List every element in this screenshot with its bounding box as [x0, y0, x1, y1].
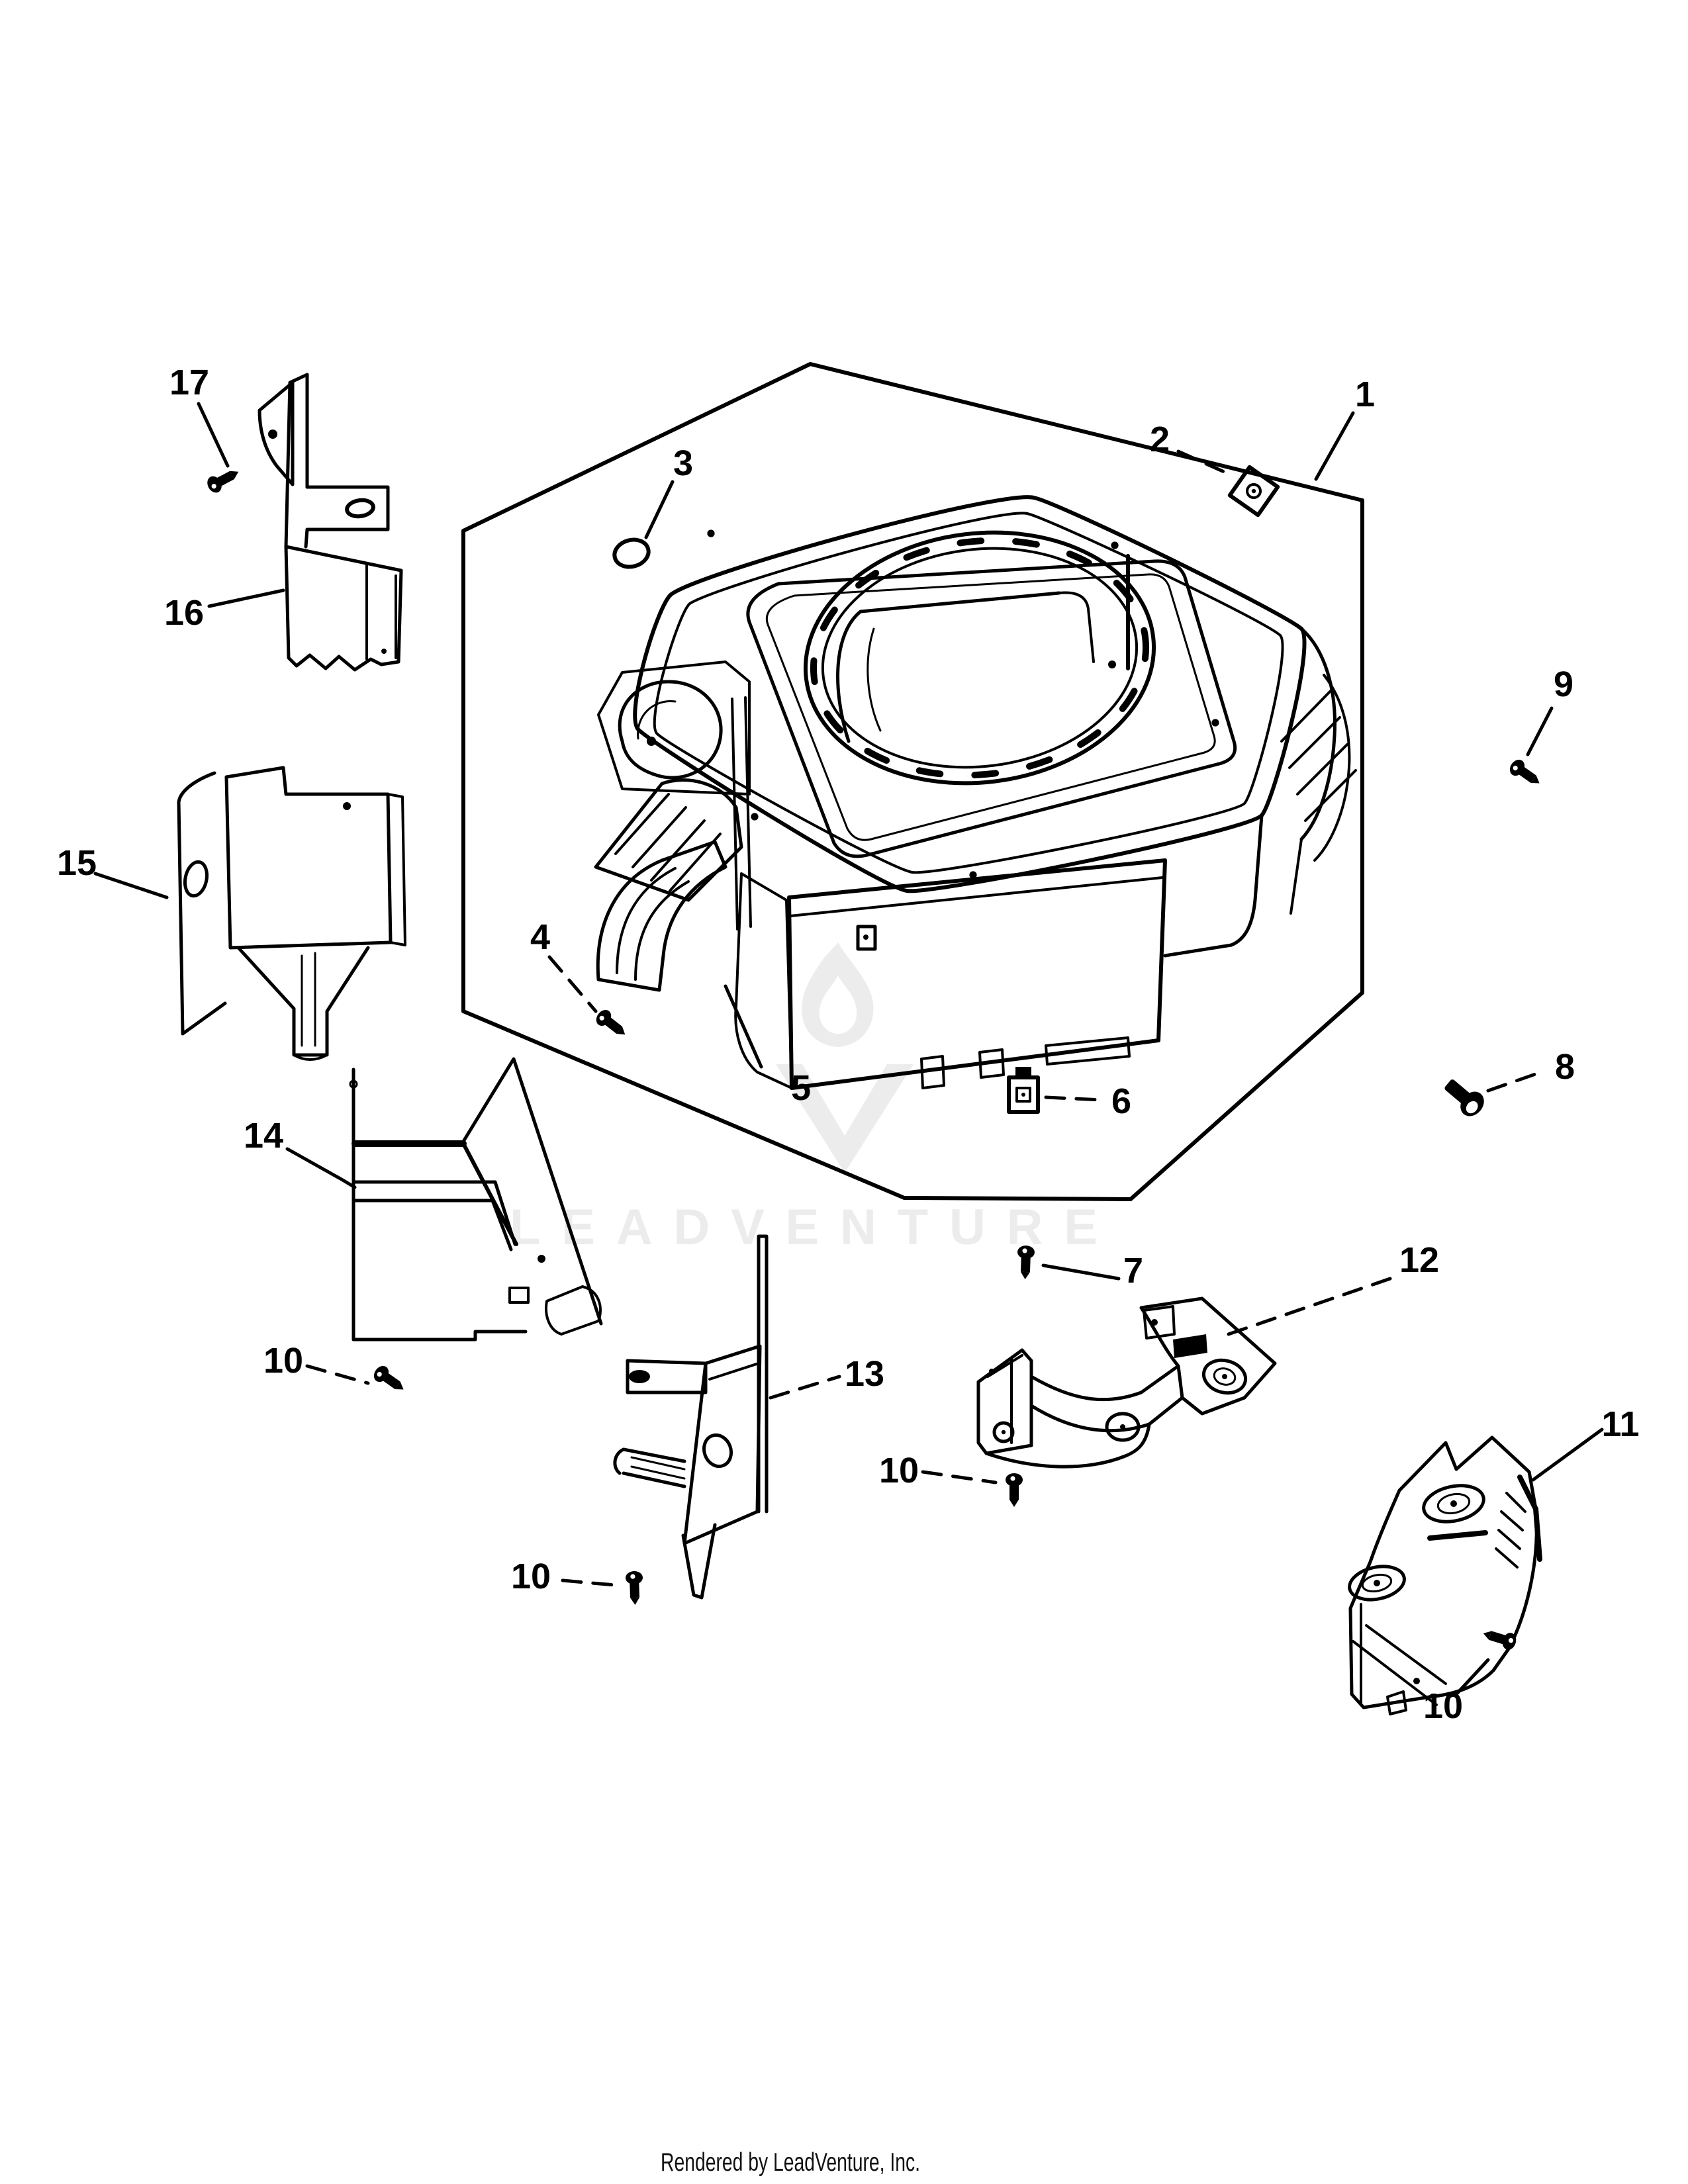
- part-16-bracket: [258, 373, 403, 672]
- leader-5: [724, 984, 763, 1069]
- callout-16: 16: [164, 593, 204, 633]
- leader-16: [207, 588, 285, 608]
- leader-10-b: [921, 1470, 998, 1484]
- leader-1: [1314, 411, 1355, 481]
- part-8-bolt: [1439, 1073, 1489, 1121]
- callout-7: 7: [1123, 1251, 1143, 1291]
- callout-2: 2: [1150, 420, 1170, 459]
- part-9-screw: [1507, 756, 1545, 791]
- part-4-screw: [593, 1007, 631, 1042]
- callout-4: 4: [530, 917, 550, 957]
- callout-3: 3: [673, 443, 693, 483]
- callout-10-c: 10: [511, 1557, 551, 1596]
- leader-11: [1531, 1428, 1604, 1482]
- leader-9: [1526, 706, 1554, 756]
- callout-11: 11: [1601, 1404, 1639, 1444]
- callout-9: 9: [1554, 664, 1573, 704]
- leader-17: [197, 402, 230, 468]
- part-10-screw-d: [1480, 1625, 1519, 1652]
- callout-1: 1: [1355, 375, 1375, 414]
- part-2-clip-nut: [1227, 465, 1280, 518]
- leader-6: [1044, 1095, 1103, 1102]
- callout-10-d: 10: [1423, 1686, 1463, 1726]
- leader-3: [644, 480, 675, 539]
- leader-4: [547, 955, 598, 1013]
- callout-10-b: 10: [879, 1451, 919, 1490]
- part-7-screw: [1016, 1245, 1035, 1280]
- footer-credit: Rendered by LeadVenture, Inc.: [661, 2148, 920, 2177]
- leader-15: [93, 872, 169, 899]
- assembly-boundary: [461, 362, 1364, 1201]
- part-13-bracket: [613, 1234, 769, 1600]
- leader-10-a: [305, 1364, 370, 1385]
- callout-10-a: 10: [263, 1341, 303, 1381]
- leader-2: [1176, 449, 1231, 476]
- callout-15: 15: [57, 843, 97, 883]
- callout-12: 12: [1399, 1240, 1439, 1280]
- callout-6: 6: [1111, 1081, 1131, 1121]
- part-6-clip: [1007, 1067, 1040, 1114]
- part-3-grommet: [612, 537, 651, 569]
- leader-8: [1486, 1070, 1543, 1093]
- part-12-bracket: [976, 1297, 1277, 1469]
- leader-10-d: [1454, 1658, 1490, 1696]
- leader-14: [285, 1147, 357, 1189]
- watermark-text: LEADVENTURE: [510, 1199, 1119, 1255]
- part-14-baffle: [349, 1057, 603, 1342]
- part-5-baffle: [596, 840, 727, 992]
- leader-13: [769, 1375, 841, 1400]
- callout-5: 5: [791, 1068, 811, 1108]
- callout-13: 13: [845, 1354, 884, 1394]
- part-17-screw: [205, 464, 243, 496]
- part-11-bracket: [1348, 1435, 1542, 1715]
- part-10-screw-c: [625, 1570, 644, 1606]
- part-10-screw-a: [371, 1363, 409, 1397]
- callout-17: 17: [169, 363, 209, 402]
- watermark-logo: [776, 942, 914, 1173]
- leader-7: [1041, 1263, 1121, 1281]
- part-1-blower-housing: [594, 495, 1357, 1090]
- callout-8: 8: [1555, 1047, 1575, 1087]
- part-10-screw-b: [1006, 1473, 1023, 1507]
- part-15-baffle: [177, 766, 406, 1061]
- leader-10-c: [561, 1578, 624, 1588]
- callout-14: 14: [244, 1116, 283, 1156]
- leader-12: [1223, 1277, 1392, 1338]
